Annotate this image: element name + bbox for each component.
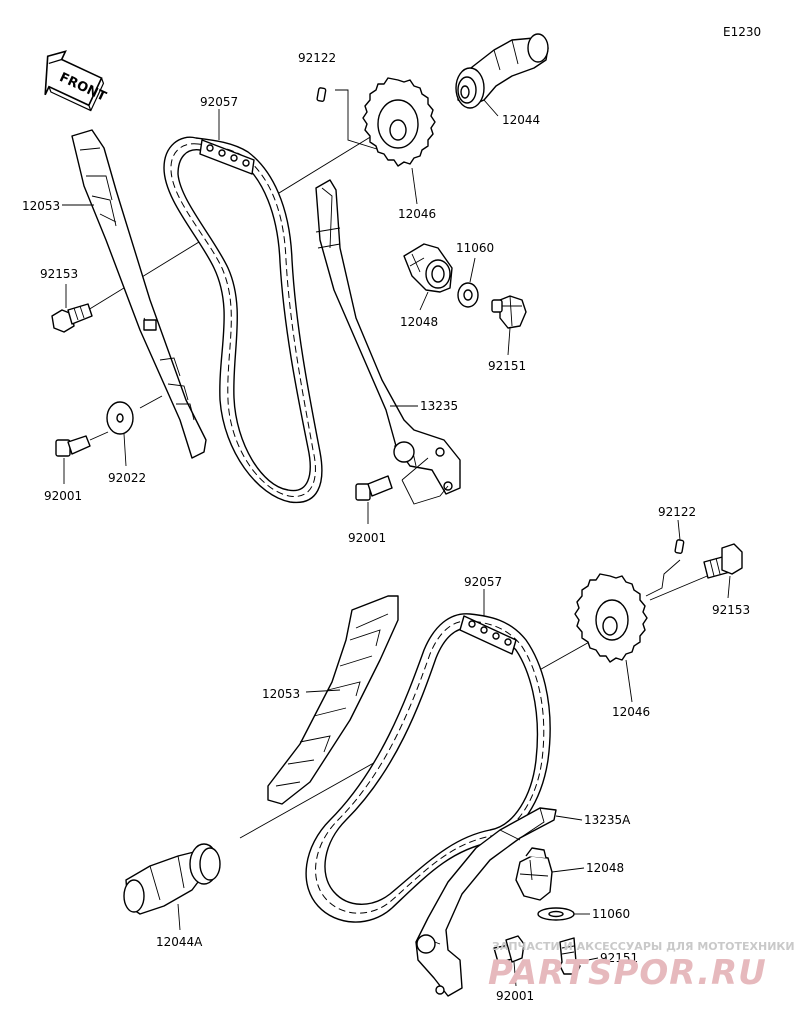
guide-bolt-top — [51, 303, 93, 333]
label-12053-top: 12053 — [22, 199, 60, 213]
watermark-brand: PARTSPOR.RU — [488, 953, 767, 993]
label-12046-bottom: 12046 — [612, 705, 650, 719]
cam-sprocket-top — [362, 77, 436, 167]
label-92001-bottom: 92001 — [496, 989, 534, 1003]
camshaft-top — [455, 33, 549, 109]
tensioner-guide-bottom — [415, 807, 557, 997]
watermark-caption: ЗАПЧАСТИ И АКСЕССУАРЫ ДЛЯ МОТОТЕХНИКИ — [492, 940, 795, 953]
label-13235: 13235 — [420, 399, 458, 413]
label-92151-bottom: 92151 — [600, 951, 638, 965]
diagram-code: E1230 — [723, 25, 761, 39]
tensioner-guide-top — [315, 179, 461, 495]
front-arrow-icon: FRONT — [44, 50, 108, 112]
sprocket-bolt-bottom — [703, 543, 743, 579]
dowel-leader-top — [335, 89, 381, 151]
dowel-pin-top — [316, 87, 327, 102]
plug-bolt-top — [491, 295, 527, 329]
label-92022: 92022 — [108, 471, 146, 485]
label-12048-bottom: 12048 — [586, 861, 624, 875]
cam-chain-top — [163, 136, 323, 504]
label-11060-top: 11060 — [456, 241, 494, 255]
chain-tensioner-bottom — [515, 847, 553, 901]
label-92151-top: 92151 — [488, 359, 526, 373]
label-12053-bottom: 12053 — [262, 687, 300, 701]
cam-chain-bottom — [305, 613, 551, 923]
label-12044: 12044 — [502, 113, 540, 127]
label-92001-left: 92001 — [44, 489, 82, 503]
label-12046-top: 12046 — [398, 207, 436, 221]
chain-guide-bottom — [267, 595, 399, 805]
camshaft-bottom — [123, 843, 221, 915]
label-92057-bottom: 92057 — [464, 575, 502, 589]
chain-guide-top — [71, 129, 207, 459]
label-92153-top: 92153 — [40, 267, 78, 281]
label-92001-mid: 92001 — [348, 531, 386, 545]
label-12044A: 12044A — [156, 935, 203, 949]
dowel-pin-bottom — [674, 539, 685, 554]
label-13235A: 13235A — [584, 813, 631, 827]
label-12048-top: 12048 — [400, 315, 438, 329]
bolt-92001-mid — [355, 475, 393, 501]
label-92153-bottom: 92153 — [712, 603, 750, 617]
label-92057-top: 92057 — [200, 95, 238, 109]
bolt-92001-left — [55, 435, 91, 457]
label-92122-bottom: 92122 — [658, 505, 696, 519]
cam-sprocket-bottom — [574, 573, 648, 663]
plug-bolt-bottom — [559, 937, 581, 975]
label-92122-top: 92122 — [298, 51, 336, 65]
label-11060-bottom: 11060 — [592, 907, 630, 921]
chain-tensioner-top — [403, 243, 453, 293]
bolt-92001-bottom — [493, 935, 525, 963]
